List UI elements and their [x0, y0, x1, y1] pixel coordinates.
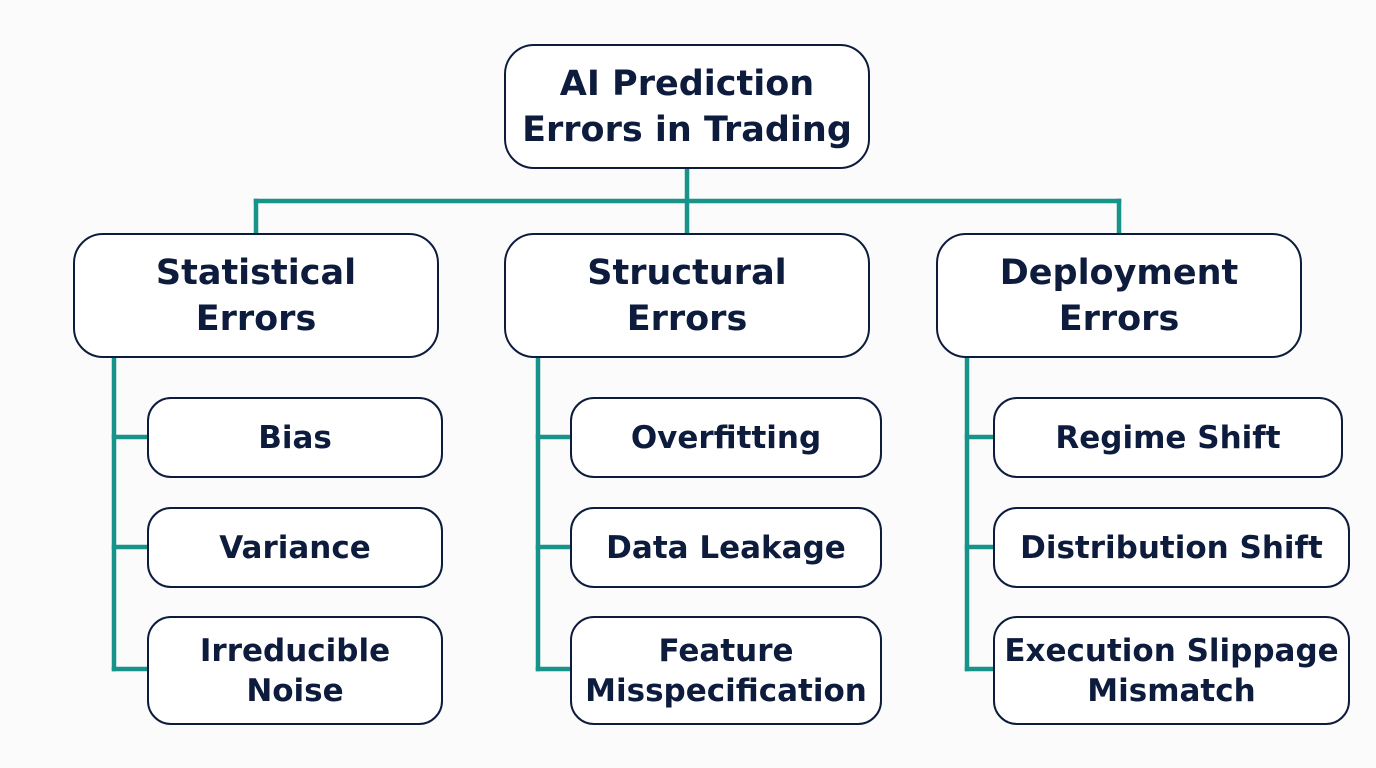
- leaf-node-data-leakage: Data Leakage: [570, 507, 882, 588]
- leaf-label-line1: Execution Slippage: [1004, 632, 1339, 669]
- leaf-label-line1: Feature: [658, 632, 794, 669]
- leaf-node-overfitting: Overfitting: [570, 397, 882, 478]
- leaf-node-bias: Bias: [147, 397, 443, 478]
- category-title-line1: Structural: [587, 252, 787, 293]
- leaf-node-distribution-shift: Distribution Shift: [993, 507, 1350, 588]
- leaf-label: Distribution Shift: [1020, 529, 1323, 566]
- leaf-node-variance: Variance: [147, 507, 443, 588]
- leaf-node-feature-misspecification: Feature Misspecification: [570, 616, 882, 725]
- leaf-node-regime-shift: Regime Shift: [993, 397, 1343, 478]
- leaf-label-line1: Irreducible: [199, 632, 391, 669]
- leaf-label: Regime Shift: [1055, 419, 1281, 456]
- leaf-node-irreducible-noise: Irreducible Noise: [147, 616, 443, 725]
- leaf-node-execution-slippage-mismatch: Execution Slippage Mismatch: [993, 616, 1350, 725]
- category-node-statistical: Statistical Errors: [73, 233, 439, 358]
- leaf-label: Overfitting: [630, 419, 822, 456]
- category-title-line1: Deployment: [999, 252, 1239, 293]
- category-title-line2: Errors: [195, 298, 317, 339]
- leaf-label: Bias: [258, 419, 332, 456]
- leaf-label-line2: Mismatch: [1087, 672, 1256, 709]
- root-node: AI Prediction Errors in Trading: [504, 44, 870, 169]
- leaf-label: Data Leakage: [606, 529, 846, 566]
- root-title-line1: AI Prediction: [559, 63, 815, 104]
- root-title-line2: Errors in Trading: [522, 109, 852, 150]
- leaf-label-line2: Noise: [246, 672, 344, 709]
- leaf-label: Variance: [219, 529, 371, 566]
- category-title-line1: Statistical: [155, 252, 357, 293]
- category-title-line2: Errors: [626, 298, 748, 339]
- category-node-structural: Structural Errors: [504, 233, 870, 358]
- category-node-deployment: Deployment Errors: [936, 233, 1302, 358]
- leaf-label-line2: Misspecification: [585, 672, 867, 709]
- category-title-line2: Errors: [1058, 298, 1180, 339]
